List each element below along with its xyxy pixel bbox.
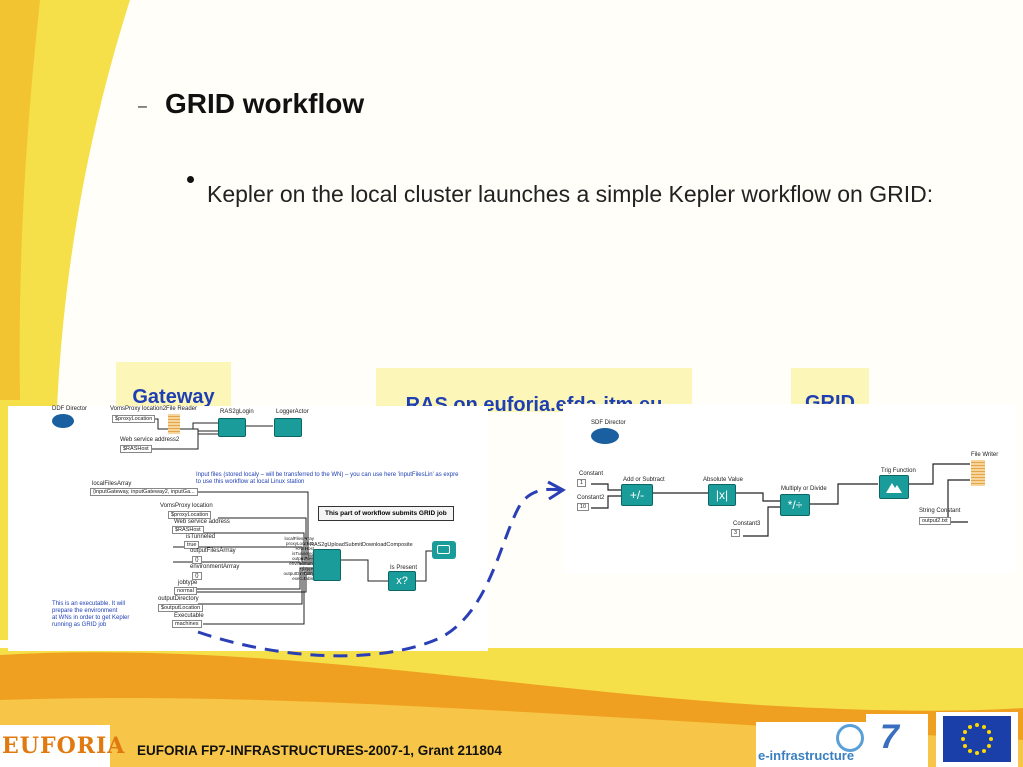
file-reader-label: File Reader (166, 406, 198, 412)
multiply-divide-actor[interactable]: */÷ (780, 494, 810, 516)
voms-value[interactable]: $proxyLocation (112, 415, 156, 423)
string-label: String Constant (919, 508, 961, 514)
eu-flag-icon (943, 716, 1011, 762)
euforia-logo: EUFORIA (0, 725, 124, 767)
local-files-value[interactable]: {inputGateway, inputGateway2, inputGa... (90, 488, 198, 496)
sdf-director-label: SDF Director (591, 420, 626, 426)
outdir-value[interactable]: $outputLocation (158, 604, 204, 612)
input-files-note: Input files (stored localy – will be tra… (196, 472, 459, 478)
jobtype-label: jobtype (178, 580, 198, 586)
jobtype-value[interactable]: normal (174, 587, 197, 595)
file-writer-icon[interactable] (971, 460, 985, 486)
string-value[interactable]: output2.txt (919, 517, 951, 525)
ddf-director-label: DDF Director (52, 406, 88, 412)
logger-actor[interactable] (274, 418, 302, 437)
ws2-value[interactable]: $RASHost (172, 526, 204, 534)
voms-label: VomsProxy location2 (110, 406, 167, 412)
euforia-logo-text: EUFORIA (2, 733, 126, 759)
heading-dash: – (138, 98, 147, 115)
exec-value[interactable]: machines (172, 620, 202, 628)
output-files-value[interactable]: {} (192, 556, 202, 564)
port-labels: localFilesArray proxyLocation RASHost is… (278, 536, 314, 581)
constant2-label: Constant2 (577, 495, 605, 501)
tunneled-label: isTunneled (186, 534, 216, 540)
absolute-value-actor[interactable]: |x| (708, 484, 736, 506)
einfra-logo-text: e-infrastructure (758, 748, 855, 763)
env-value[interactable]: {} (192, 572, 202, 580)
sdf-director-icon[interactable] (591, 428, 619, 444)
footer-text: EUFORIA FP7-INFRASTRUCTURES-2007-1, Gran… (137, 743, 502, 758)
gateway-workflow-panel: DDF Director VomsProxy location2 $proxyL… (8, 406, 488, 651)
output-files-label: outputFilesArrray (190, 548, 236, 554)
bullet-text: Kepler on the local cluster launches a s… (207, 181, 934, 207)
submit-note-box: This part of workflow submits GRID job (318, 506, 454, 521)
exe-note-1: This is an executable. It will (52, 601, 126, 607)
logger-label: LoggerActor (276, 409, 309, 415)
mountain-icon (886, 483, 902, 493)
trig-function-actor[interactable] (879, 475, 909, 499)
mul-label: Multiply or Divide (781, 486, 827, 492)
grid-workflow-wires (591, 463, 970, 537)
display-icon[interactable] (432, 541, 456, 559)
writer-label: File Writer (971, 452, 999, 458)
constant-label: Constant (579, 471, 604, 477)
is-present-actor[interactable]: x? (388, 571, 416, 591)
ras2glogin-actor[interactable] (218, 418, 246, 437)
constant2-value[interactable]: 10 (577, 503, 590, 511)
einfrastructure-logo: e-infrastructure (756, 722, 866, 767)
ws-label: Web service address2 (120, 437, 180, 443)
bullet-dot (187, 176, 194, 183)
ws-value[interactable]: $RASHost (120, 445, 152, 453)
constant-value[interactable]: 1 (577, 479, 587, 487)
submit-composite-actor[interactable] (313, 549, 341, 581)
fp7-logo-text: 7 (880, 718, 899, 756)
trig-label: Trig Function (881, 468, 916, 474)
input-files-note-2: to use this workflow at local Linux stat… (196, 479, 305, 485)
voms2-value[interactable]: $proxyLocation (168, 511, 212, 519)
abs-label: Absolute Value (703, 477, 743, 483)
exec-label: Executable (174, 613, 204, 619)
grid-workflow-panel: SDF Director Constant 1 Constant2 10 Add… (563, 404, 1015, 574)
env-label: environmentArrray (190, 564, 240, 570)
fp7-logo: 7 (866, 714, 928, 767)
outdir-label: outputDirectory (158, 596, 199, 602)
exe-note-2: prepare the environment (52, 608, 118, 614)
add-subtract-actor[interactable]: +/- (621, 484, 653, 506)
file-reader-icon[interactable] (168, 414, 180, 434)
eu-flag-frame (936, 712, 1018, 767)
exe-note-3: at WNs in order to get Kepler (52, 615, 130, 621)
constant3-value[interactable]: 3 (731, 529, 741, 537)
voms2-label: VomsProxy location (160, 503, 213, 509)
tag-gateway: Gateway (116, 362, 231, 408)
port-label: executable (292, 576, 314, 581)
submit-actor-label: RAS2gUploadSubmitDownloadComposite (310, 542, 413, 548)
ras2glogin-label: RAS2gLogin (220, 409, 254, 415)
constant3-label: Constant3 (733, 521, 761, 527)
ws2-label: Web service address (174, 519, 230, 525)
local-files-label: localFilesArray (92, 481, 132, 487)
eu-stars-icon (961, 723, 993, 755)
add-label: Add or Subtract (623, 477, 665, 483)
slide-title: GRID workflow (165, 88, 365, 119)
einfra-circle-icon (836, 724, 864, 752)
ddf-director-icon[interactable] (52, 414, 74, 428)
exe-note-4: running as GRID job (52, 622, 107, 628)
